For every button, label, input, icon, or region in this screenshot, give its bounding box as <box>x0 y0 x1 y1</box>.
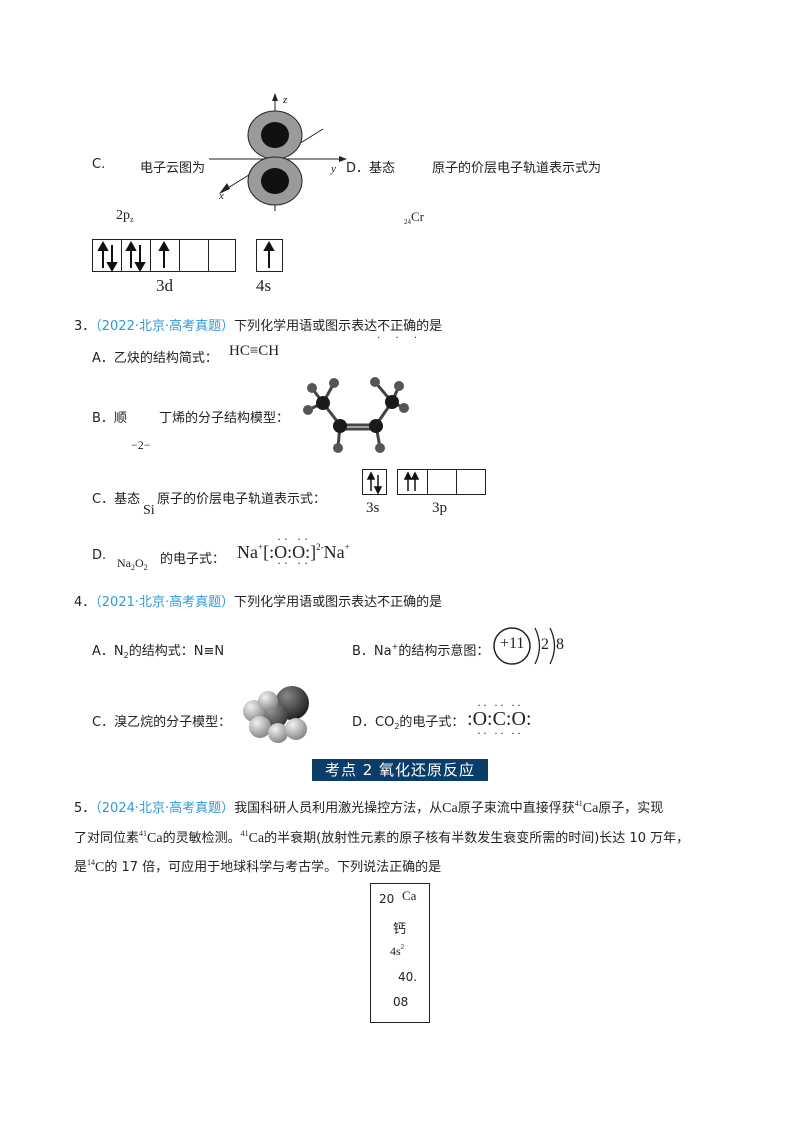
orbital-3s-box <box>362 469 387 495</box>
q2-optD-label: D．基态 <box>346 161 396 176</box>
q3-source: （2022·北京·高考真题） <box>95 319 235 334</box>
q4-stem: 4．（2021·北京·高考真题）下列化学用语或图示表达不正确的是 <box>74 591 442 610</box>
q3-optA-formula: HC≡CH <box>229 343 280 359</box>
ca-atomic-mass-a: 40. <box>398 970 418 984</box>
section-banner-redox: 考点 2 氧化还原反应 <box>312 759 488 781</box>
orbital-4s-label: 4s <box>256 276 272 295</box>
q5-line1: 5．（2024·北京·高考真题）我国科研人员利用激光操控方法，从Ca原子束流中直… <box>74 799 664 816</box>
q4-number: 4． <box>74 595 96 610</box>
q3-number: 3． <box>74 319 96 334</box>
q2-optC-orbital-name: 2pz <box>116 208 134 224</box>
q3-optD-label: D. <box>92 548 107 563</box>
q2-optC-sub: 2p <box>116 208 130 223</box>
q2-optD-element-z: 24 <box>404 218 411 226</box>
q4-optD: D．CO2的电子式： <box>352 715 465 731</box>
orbital-3p-label: 3p <box>432 500 447 516</box>
ca-atomic-mass-b: 08 <box>393 995 409 1009</box>
q2-optD-element-symbol: Cr <box>411 209 424 224</box>
q2-optC-sub-index: z <box>130 215 134 224</box>
ca-electron-config: 4s2 <box>390 943 405 958</box>
q3-optB-prefix: −2− <box>131 438 151 452</box>
q4-source: （2021·北京·高考真题） <box>95 595 235 610</box>
na-shell1-electrons: 2 <box>541 636 549 653</box>
orbital-3p-boxes <box>397 469 486 495</box>
q3-optC-element: Si <box>143 503 155 518</box>
bromoethane-space-filling-model <box>243 686 309 743</box>
na2o2-electron-formula: Na+[:O:O:]2-Na+ ·· ·· ·· ·· <box>237 532 350 570</box>
q3-stem-b: 的是 <box>416 319 443 334</box>
q4-optB: B．Na+的结构示意图： <box>352 642 490 659</box>
electron-arrows-3d <box>97 240 170 273</box>
ca-name: 钙 <box>393 922 407 937</box>
na-nucleus-charge: +11 <box>500 635 525 652</box>
electron-arrow-4s <box>263 240 275 268</box>
q3-optA-label: A．乙炔的结构简式： <box>92 351 218 366</box>
q3-optB-text: 丁烯的分子结构模型： <box>159 411 290 426</box>
q2-optC-text: 电子云图为 <box>140 161 206 176</box>
ca-atomic-number: 20 <box>379 892 395 906</box>
axis-x-label: x <box>219 190 224 202</box>
q3-optB-label: B．顺 <box>92 411 127 426</box>
q3-optD-formula: Na2O2 <box>117 556 148 572</box>
calcium-element-card: 20 Ca 钙 4s2 40. 08 <box>370 883 430 1023</box>
q3-stem-a: 下列化学用语或图示表达 <box>234 319 378 334</box>
q3-stem-emphasis: 不正确· · · <box>377 319 424 344</box>
q5-line3: 是14C的 17 倍，可应用于地球科学与考古学。下列说法正确的是 <box>74 858 442 875</box>
orbital-4s-box <box>256 239 283 272</box>
q2-optC-label: C. <box>92 157 106 172</box>
cis-2-butene-ball-model <box>303 377 409 453</box>
axis-z-label: z <box>283 94 288 106</box>
q3-optC-text: 原子的价层电子轨道表示式： <box>157 492 327 507</box>
co2-electron-formula: :O:C:O: ·· ·· ·· ·· ·· ·· <box>467 698 532 740</box>
na-ion-structure-diagram <box>493 627 556 665</box>
electron-arrows-3s <box>366 471 383 495</box>
orbital-3d-label: 3d <box>156 276 173 295</box>
orbital-3d-boxes <box>92 239 236 273</box>
axis-y-label: y <box>331 163 336 175</box>
q5-number: 5． <box>74 801 96 816</box>
q5-line2: 了对同位素41Ca的灵敏检测。41Ca的半衰期(放射性元素的原子核有半数发生衰变… <box>74 829 690 846</box>
electron-arrows-3p <box>403 471 420 491</box>
q3-stem: 3．（2022·北京·高考真题）下列化学用语或图示表达不正确· · ·的是 <box>74 315 443 344</box>
p-orbital-cloud-diagram <box>209 93 347 211</box>
q3-optC-label: C．基态 <box>92 492 141 507</box>
na-shell2-electrons: 8 <box>556 636 564 653</box>
q2-optD-text: 原子的价层电子轨道表示式为 <box>432 161 602 176</box>
q2-optD-element: 24Cr <box>404 209 424 226</box>
ca-symbol: Ca <box>402 888 417 903</box>
q4-optC-label: C．溴乙烷的分子模型： <box>92 715 232 730</box>
q4-optA: A．N2的结构式：N≡N <box>92 644 225 660</box>
orbital-3s-label: 3s <box>366 500 380 516</box>
q3-optD-text: 的电子式： <box>160 552 226 567</box>
q5-source: （2024·北京·高考真题） <box>95 801 235 816</box>
q4-stem-text: 下列化学用语或图示表达不正确的是 <box>234 595 443 610</box>
